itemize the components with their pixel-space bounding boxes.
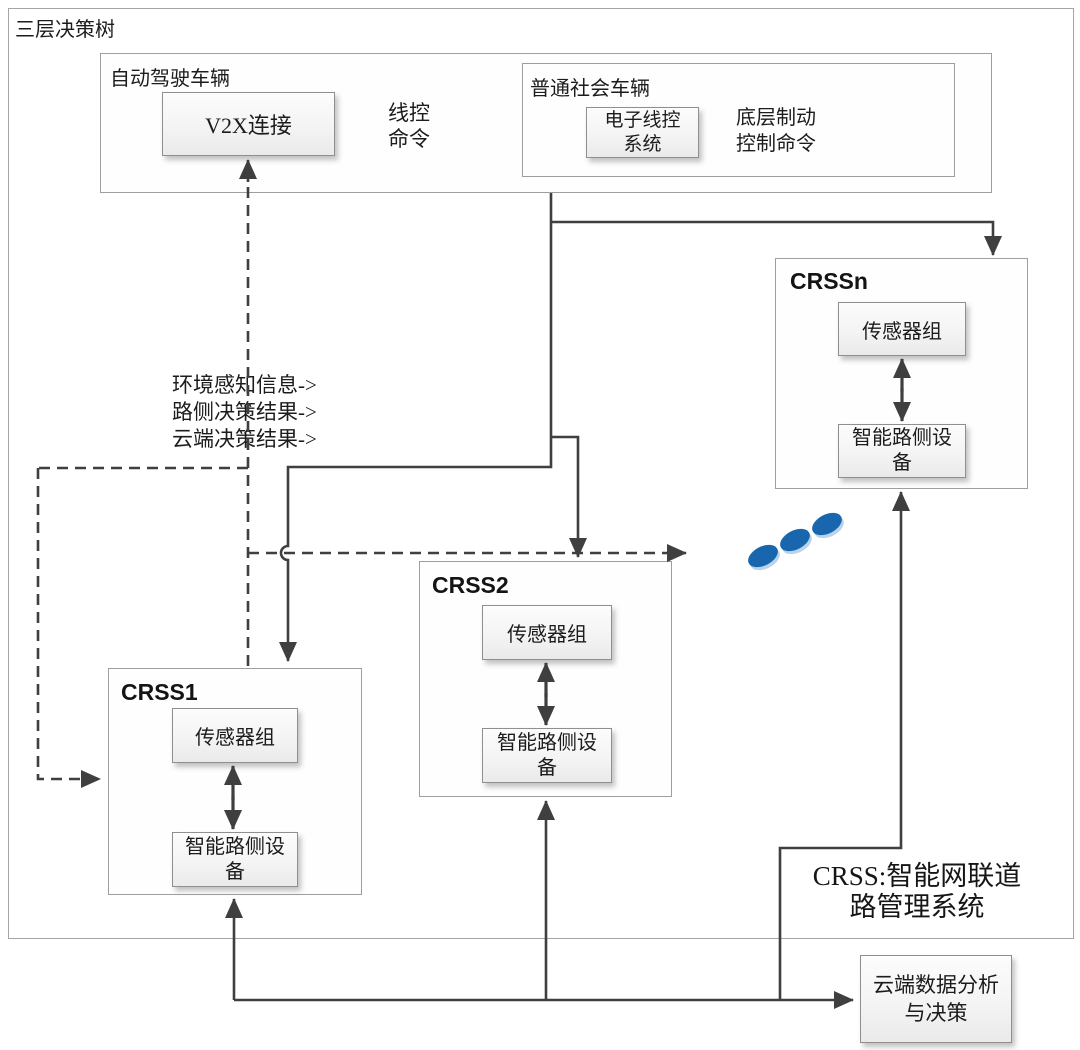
dashed-info-line2: 路侧决策结果-> bbox=[172, 400, 317, 424]
crss1-roadside-box: 智能路侧设 备 bbox=[172, 832, 298, 887]
social-vehicle-label: 普通社会车辆 bbox=[530, 78, 650, 100]
wire-command-line2: 命令 bbox=[388, 127, 430, 151]
wire-command-label: 线控 命令 bbox=[381, 100, 437, 152]
crss-legend: CRSS:智能网联道 路管理系统 bbox=[788, 861, 1046, 923]
crssn-title: CRSSn bbox=[790, 268, 868, 294]
brake-command-label: 底层制动 控制命令 bbox=[726, 105, 826, 157]
v2x-label: V2X连接 bbox=[205, 113, 292, 138]
cloud-analysis-box: 云端数据分析 与决策 bbox=[860, 955, 1012, 1043]
brake-command-line2: 控制命令 bbox=[736, 133, 816, 155]
crssn-roadside-line2: 备 bbox=[892, 452, 912, 474]
crss1-title: CRSS1 bbox=[121, 679, 198, 705]
cloud-line1: 云端数据分析 bbox=[873, 973, 999, 997]
crss2-roadside-line2: 备 bbox=[537, 756, 557, 779]
wire-command-line1: 线控 bbox=[388, 101, 430, 125]
crss2-sensor-label: 传感器组 bbox=[507, 624, 587, 646]
dashed-info-line3: 云端决策结果-> bbox=[172, 427, 317, 451]
ebw-line1: 电子线控 bbox=[604, 109, 681, 131]
crss-legend-line2: 路管理系统 bbox=[849, 892, 985, 922]
crss1-roadside-line2: 备 bbox=[225, 860, 245, 883]
crss2-title: CRSS2 bbox=[432, 572, 509, 598]
crss2-roadside-box: 智能路侧设 备 bbox=[482, 728, 612, 783]
outer-frame bbox=[8, 8, 1074, 939]
crss2-roadside-line1: 智能路侧设 bbox=[497, 731, 597, 754]
crss1-roadside-line1: 智能路侧设 bbox=[185, 835, 285, 858]
crss1-sensor-box: 传感器组 bbox=[172, 708, 298, 763]
cloud-line2: 与决策 bbox=[904, 1001, 968, 1025]
ebw-system-box: 电子线控 系统 bbox=[586, 107, 699, 158]
dashed-info-label: 环境感知信息-> 路侧决策结果-> 云端决策结果-> bbox=[172, 370, 344, 455]
crss-legend-line1: CRSS:智能网联道 bbox=[812, 861, 1022, 891]
crssn-roadside-line1: 智能路侧设 bbox=[852, 427, 952, 449]
brake-command-line1: 底层制动 bbox=[736, 107, 816, 129]
dashed-info-line1: 环境感知信息-> bbox=[172, 373, 317, 397]
crssn-sensor-box: 传感器组 bbox=[838, 302, 966, 356]
crss1-sensor-label: 传感器组 bbox=[195, 727, 275, 749]
ebw-line2: 系统 bbox=[623, 133, 662, 155]
crss2-sensor-box: 传感器组 bbox=[482, 605, 612, 660]
crssn-roadside-box: 智能路侧设 备 bbox=[838, 424, 966, 478]
v2x-box: V2X连接 bbox=[162, 92, 335, 156]
auto-vehicle-label: 自动驾驶车辆 bbox=[110, 68, 230, 90]
diagram-title: 三层决策树 bbox=[15, 19, 115, 41]
crssn-sensor-label: 传感器组 bbox=[862, 320, 942, 343]
